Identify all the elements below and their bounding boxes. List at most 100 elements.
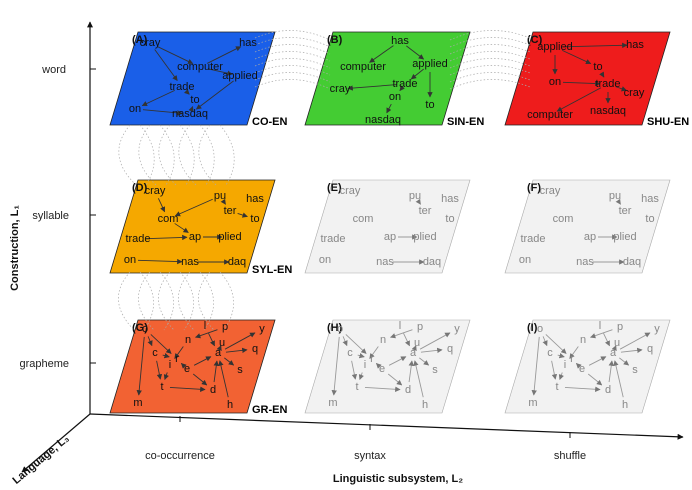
interlayer-link [158, 271, 175, 331]
node-label: m [328, 397, 337, 409]
x-tick-shuffle: shuffle [554, 450, 586, 462]
node-label: c [347, 347, 353, 359]
interlayer-link [449, 58, 531, 69]
node-label: ter [419, 205, 432, 217]
edge [206, 46, 242, 64]
interlayer-link [254, 44, 331, 55]
edge [169, 386, 206, 392]
edge [615, 198, 621, 205]
interlayer-link [254, 65, 331, 76]
interlayer-link [254, 37, 331, 48]
edge [162, 353, 170, 359]
node-label: c [547, 347, 553, 359]
edge [224, 332, 256, 350]
edge [590, 329, 613, 339]
node-label: trade [520, 233, 545, 245]
node-label: plied [218, 231, 241, 243]
node-label: ap [189, 231, 201, 243]
node-label: r [175, 353, 179, 365]
node-label: trade [320, 233, 345, 245]
node-label: ter [619, 205, 632, 217]
node-label: e [184, 363, 190, 375]
panel-tag: SYL-EN [252, 264, 292, 276]
node-label: q [447, 343, 453, 355]
edge [408, 360, 414, 383]
edge [157, 198, 166, 213]
edge [216, 345, 222, 352]
node-label: computer [177, 61, 223, 73]
node-label: y [654, 323, 660, 335]
interlayer-link [449, 51, 531, 62]
edge [347, 84, 398, 91]
interlayer-link [158, 124, 177, 186]
edge [386, 103, 392, 114]
node-label: e [579, 363, 585, 375]
edge [587, 373, 603, 386]
z-axis-title: Language, L₃ [10, 433, 71, 487]
interlayer-links [118, 30, 531, 331]
panel-letter: (E) [327, 182, 342, 194]
edge [375, 362, 382, 369]
panel-c: (C)SHU-EN [504, 31, 689, 128]
node-label: on [549, 76, 561, 88]
node-label: a [410, 347, 417, 359]
node-label: u [414, 337, 420, 349]
node-label: trade [595, 78, 620, 90]
node-label: a [610, 347, 617, 359]
edge [154, 49, 178, 81]
interlayer-link [159, 271, 174, 331]
node-label: p [417, 321, 423, 333]
node-label: on [129, 103, 141, 115]
edge [195, 80, 234, 110]
edge [174, 198, 213, 217]
edge [342, 336, 348, 347]
edge [419, 357, 430, 366]
node-label: applied [412, 58, 447, 70]
node-label: has [641, 193, 659, 205]
edge [615, 86, 627, 92]
edge [358, 372, 364, 380]
edge [207, 68, 233, 76]
node-label: i [364, 359, 366, 371]
edge [603, 333, 610, 347]
edge [137, 258, 183, 265]
node-label: cray [140, 37, 161, 49]
edge [163, 372, 169, 380]
edge [213, 360, 219, 383]
edge [193, 356, 212, 366]
panel-tag: SIN-EN [447, 116, 484, 128]
node-label: to [190, 94, 199, 106]
interlayer-link [449, 44, 531, 55]
node-label: com [353, 213, 374, 225]
edge [390, 329, 413, 339]
node-label: y [259, 323, 265, 335]
interlayer-link [179, 271, 194, 331]
node-label: cray [145, 185, 166, 197]
node-label: has [441, 193, 459, 205]
panel-letter: (F) [527, 182, 541, 194]
interlayer-link [198, 271, 215, 331]
edge [180, 362, 187, 369]
node-label: on [389, 91, 401, 103]
interlayer-link [449, 72, 531, 83]
interlayer-link [254, 79, 331, 90]
node-label: computer [340, 61, 386, 73]
node-label: u [219, 337, 225, 349]
interlayer-link [449, 79, 531, 90]
node-label: r [370, 353, 374, 365]
edge [608, 360, 614, 383]
node-label: applied [537, 41, 572, 53]
edge [150, 334, 172, 354]
node-label: o [337, 323, 343, 335]
node-label: q [647, 343, 653, 355]
node-label: pu [609, 190, 621, 202]
interlayer-link [219, 271, 234, 331]
node-label: trade [169, 81, 194, 93]
edge [345, 334, 367, 354]
node-label: d [605, 384, 611, 396]
edge [564, 386, 601, 392]
edge [613, 360, 624, 398]
